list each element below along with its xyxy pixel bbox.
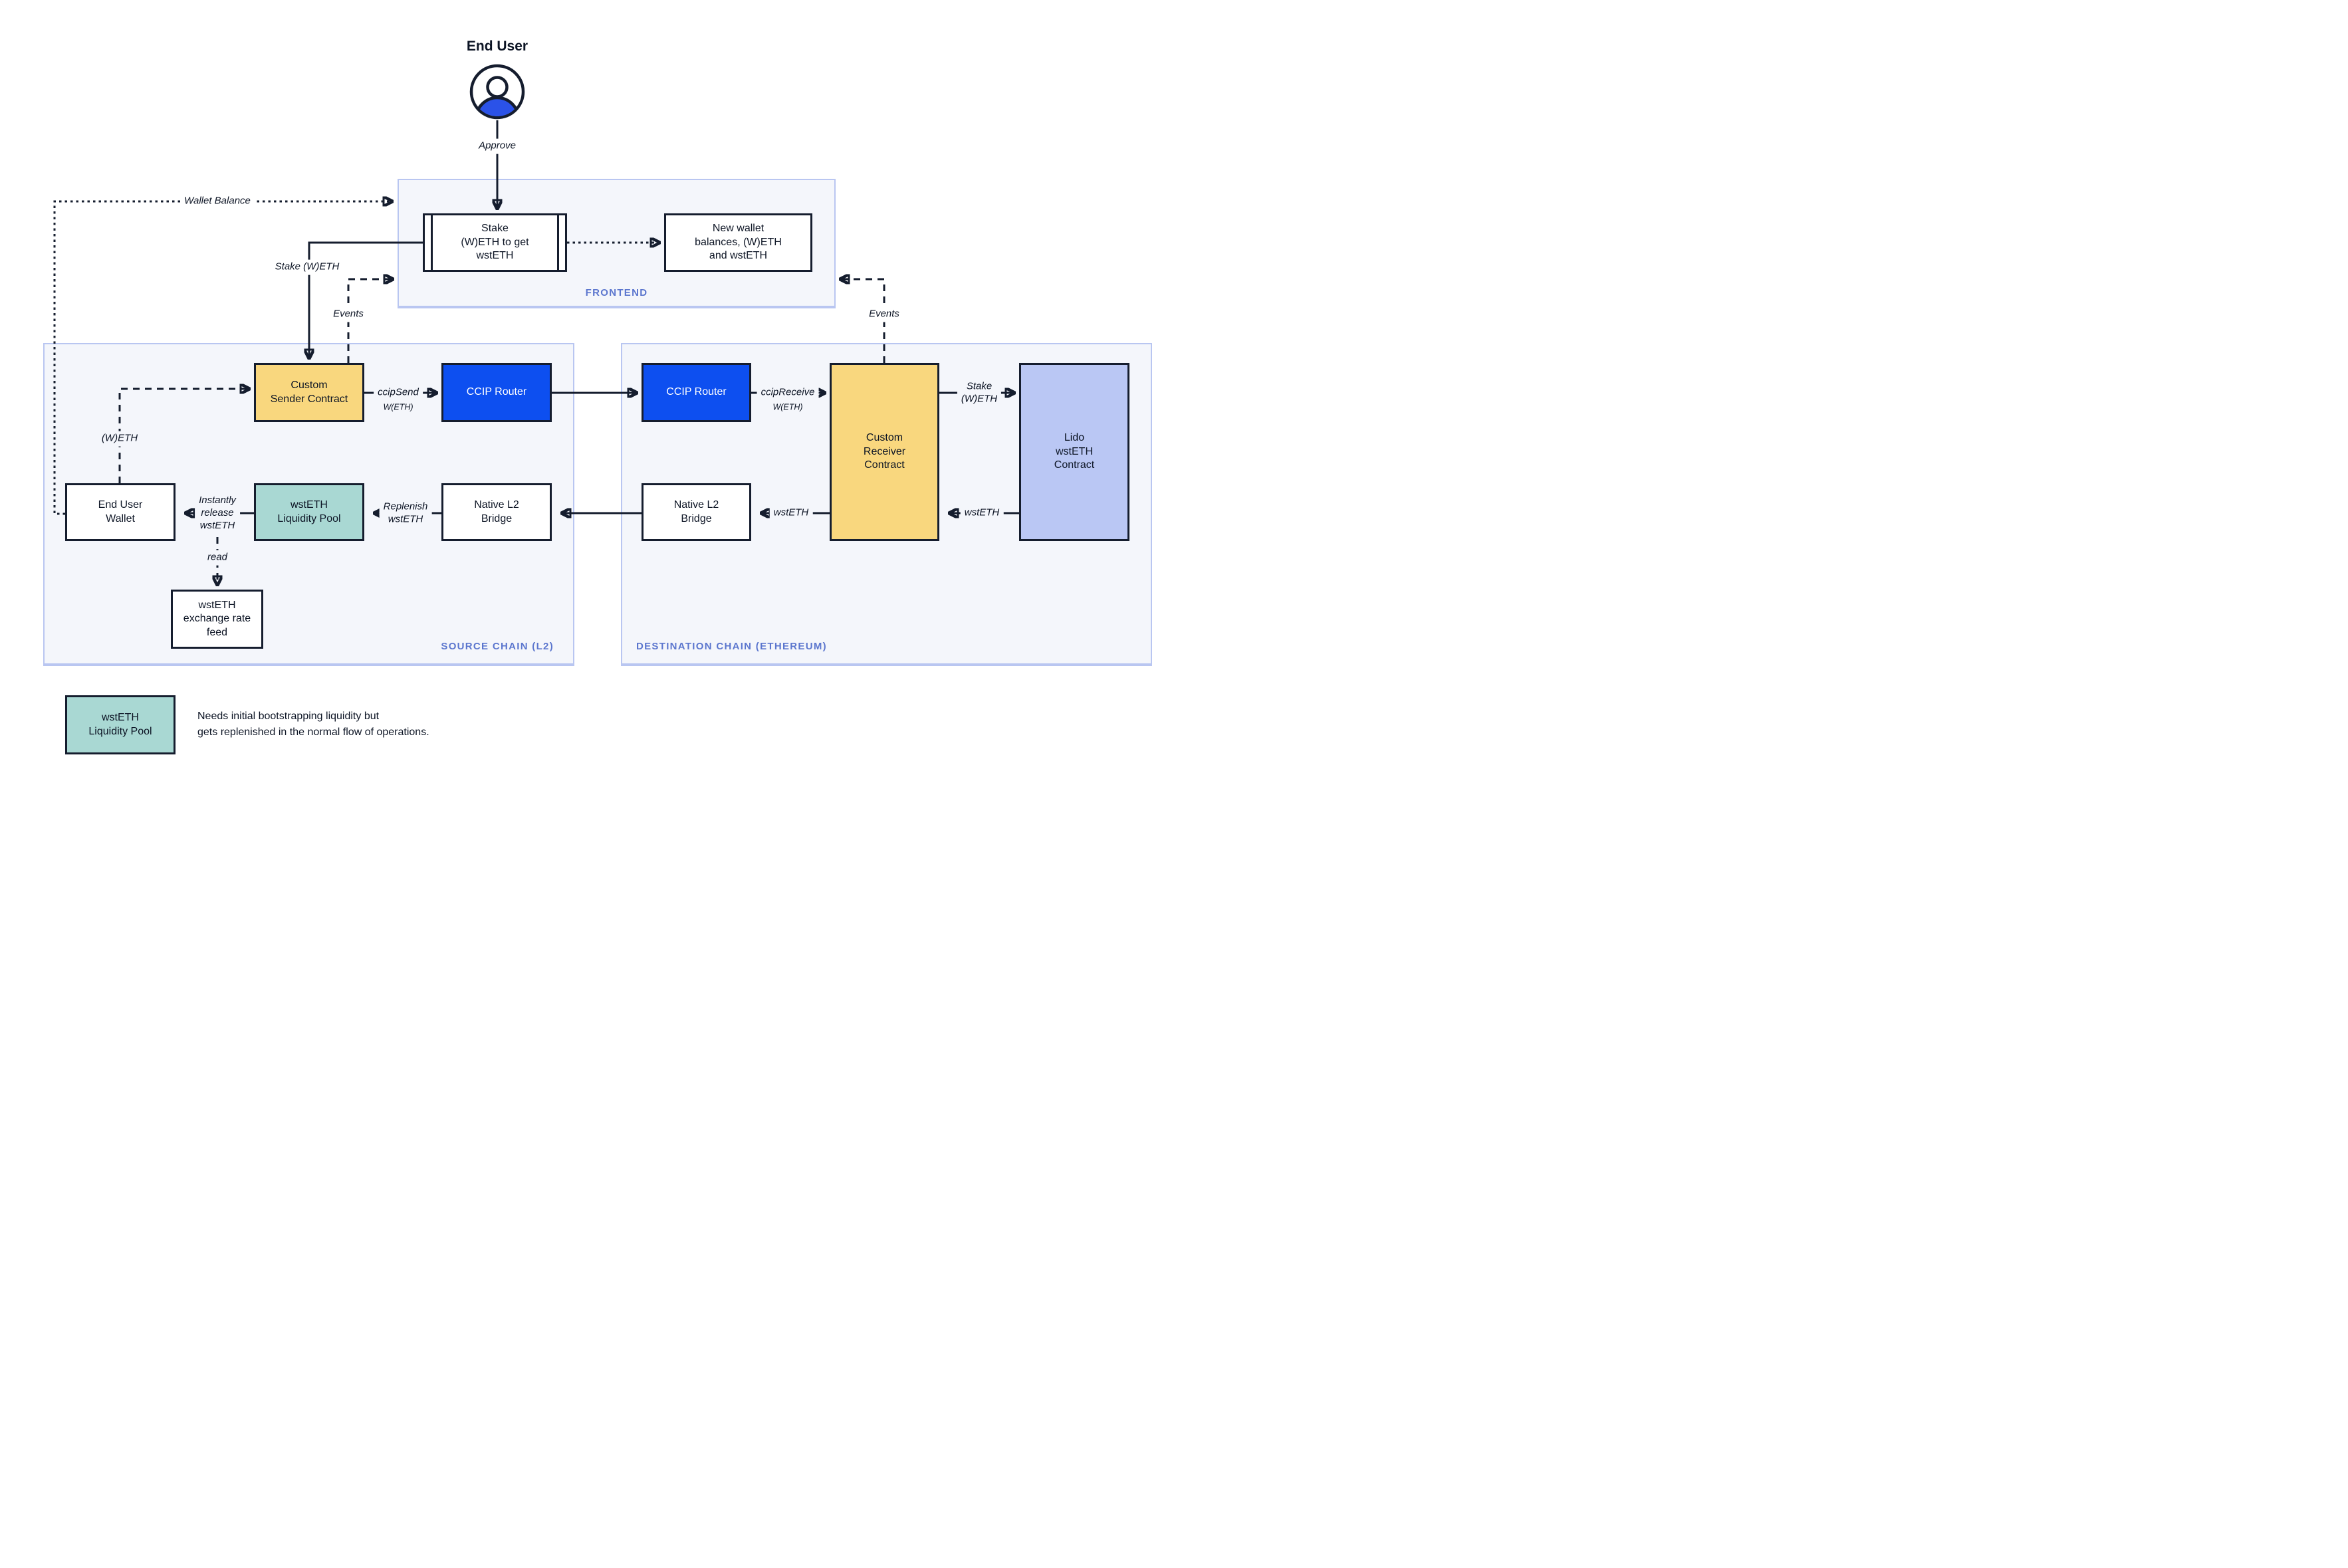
label-ccipsend: ccipSend W(ETH): [374, 372, 423, 427]
label-wsteth-to-bridge: wstETH: [769, 505, 813, 521]
node-liquidity-pool: wstETH Liquidity Pool: [254, 483, 364, 541]
label-events-right: Events: [865, 306, 903, 322]
node-rate-feed-label: wstETH exchange rate feed: [183, 599, 251, 638]
node-ccip-router-source-label: CCIP Router: [466, 386, 527, 398]
node-bridge-dest: Native L2 Bridge: [642, 483, 751, 541]
edge-stake-weth-left: [309, 241, 423, 358]
edge-events-right: [841, 279, 885, 363]
frontend-label: FRONTEND: [585, 287, 648, 298]
legend-liquidity-pool-label: wstETH Liquidity Pool: [88, 712, 152, 737]
label-wsteth-from-lido: wstETH: [960, 505, 1004, 521]
end-user-icon: [469, 64, 525, 120]
node-bridge-dest-label: Native L2 Bridge: [673, 499, 719, 524]
edge-events-left: [347, 279, 392, 363]
source-chain-label: SOURCE CHAIN (L2): [441, 641, 554, 652]
label-approve: Approve: [475, 138, 520, 154]
legend-note: Needs initial bootstrapping liquidity bu…: [197, 711, 429, 738]
label-ccipsend-main: ccipSend: [378, 386, 419, 398]
node-bridge-source: Native L2 Bridge: [441, 483, 552, 541]
node-ccip-router-dest-label: CCIP Router: [666, 386, 727, 398]
label-ccipreceive-sub: W(ETH): [772, 402, 803, 412]
node-custom-sender: Custom Sender Contract: [254, 363, 364, 422]
node-custom-receiver: Custom Receiver Contract: [830, 363, 939, 541]
node-bridge-source-label: Native L2 Bridge: [474, 499, 519, 524]
label-ccipsend-sub: W(ETH): [383, 402, 413, 412]
node-lido-contract: Lido wstETH Contract: [1019, 363, 1129, 541]
node-stake-action-label: Stake (W)ETH to get wstETH: [461, 223, 529, 262]
label-wallet-balance: Wallet Balance: [180, 193, 255, 209]
label-events-left: Events: [329, 306, 368, 322]
node-custom-sender-label: Custom Sender Contract: [270, 380, 348, 405]
node-new-wallet-label: New wallet balances, (W)ETH and wstETH: [695, 223, 782, 262]
destination-chain-label: DESTINATION CHAIN (ETHEREUM): [636, 641, 827, 652]
node-ccip-router-source: CCIP Router: [441, 363, 552, 422]
label-replenish: Replenish wstETH: [379, 499, 432, 527]
diagram-canvas: FRONTEND SOURCE CHAIN (L2) DESTINATION C…: [0, 0, 1174, 784]
node-new-wallet: New wallet balances, (W)ETH and wstETH: [664, 213, 812, 272]
node-lido-contract-label: Lido wstETH Contract: [1054, 432, 1095, 471]
node-liquidity-pool-label: wstETH Liquidity Pool: [277, 499, 341, 524]
node-end-user-wallet-label: End User Wallet: [98, 499, 143, 524]
edge-weth-wallet-to-sender: [118, 389, 249, 483]
node-ccip-router-dest: CCIP Router: [642, 363, 751, 422]
label-ccipreceive: ccipReceive W(ETH): [757, 372, 819, 427]
label-stake-weth-right: Stake (W)ETH: [957, 379, 1002, 407]
node-end-user-wallet: End User Wallet: [65, 483, 176, 541]
node-stake-action: Stake (W)ETH to get wstETH: [423, 213, 567, 272]
node-rate-feed: wstETH exchange rate feed: [171, 590, 263, 649]
subroutine-bar-left: [431, 215, 433, 270]
legend-liquidity-pool-box: wstETH Liquidity Pool: [65, 695, 176, 754]
label-read: read: [203, 550, 232, 566]
label-ccipreceive-main: ccipReceive: [761, 386, 815, 398]
subroutine-bar-right: [557, 215, 559, 270]
end-user-title: End User: [466, 39, 528, 54]
label-stake-weth-left: Stake (W)ETH: [271, 259, 344, 275]
label-weth: (W)ETH: [97, 431, 142, 447]
label-instant-release: Instantly release wstETH: [195, 493, 240, 534]
edge-wallet-balance: [53, 201, 392, 515]
node-custom-receiver-label: Custom Receiver Contract: [863, 432, 906, 471]
